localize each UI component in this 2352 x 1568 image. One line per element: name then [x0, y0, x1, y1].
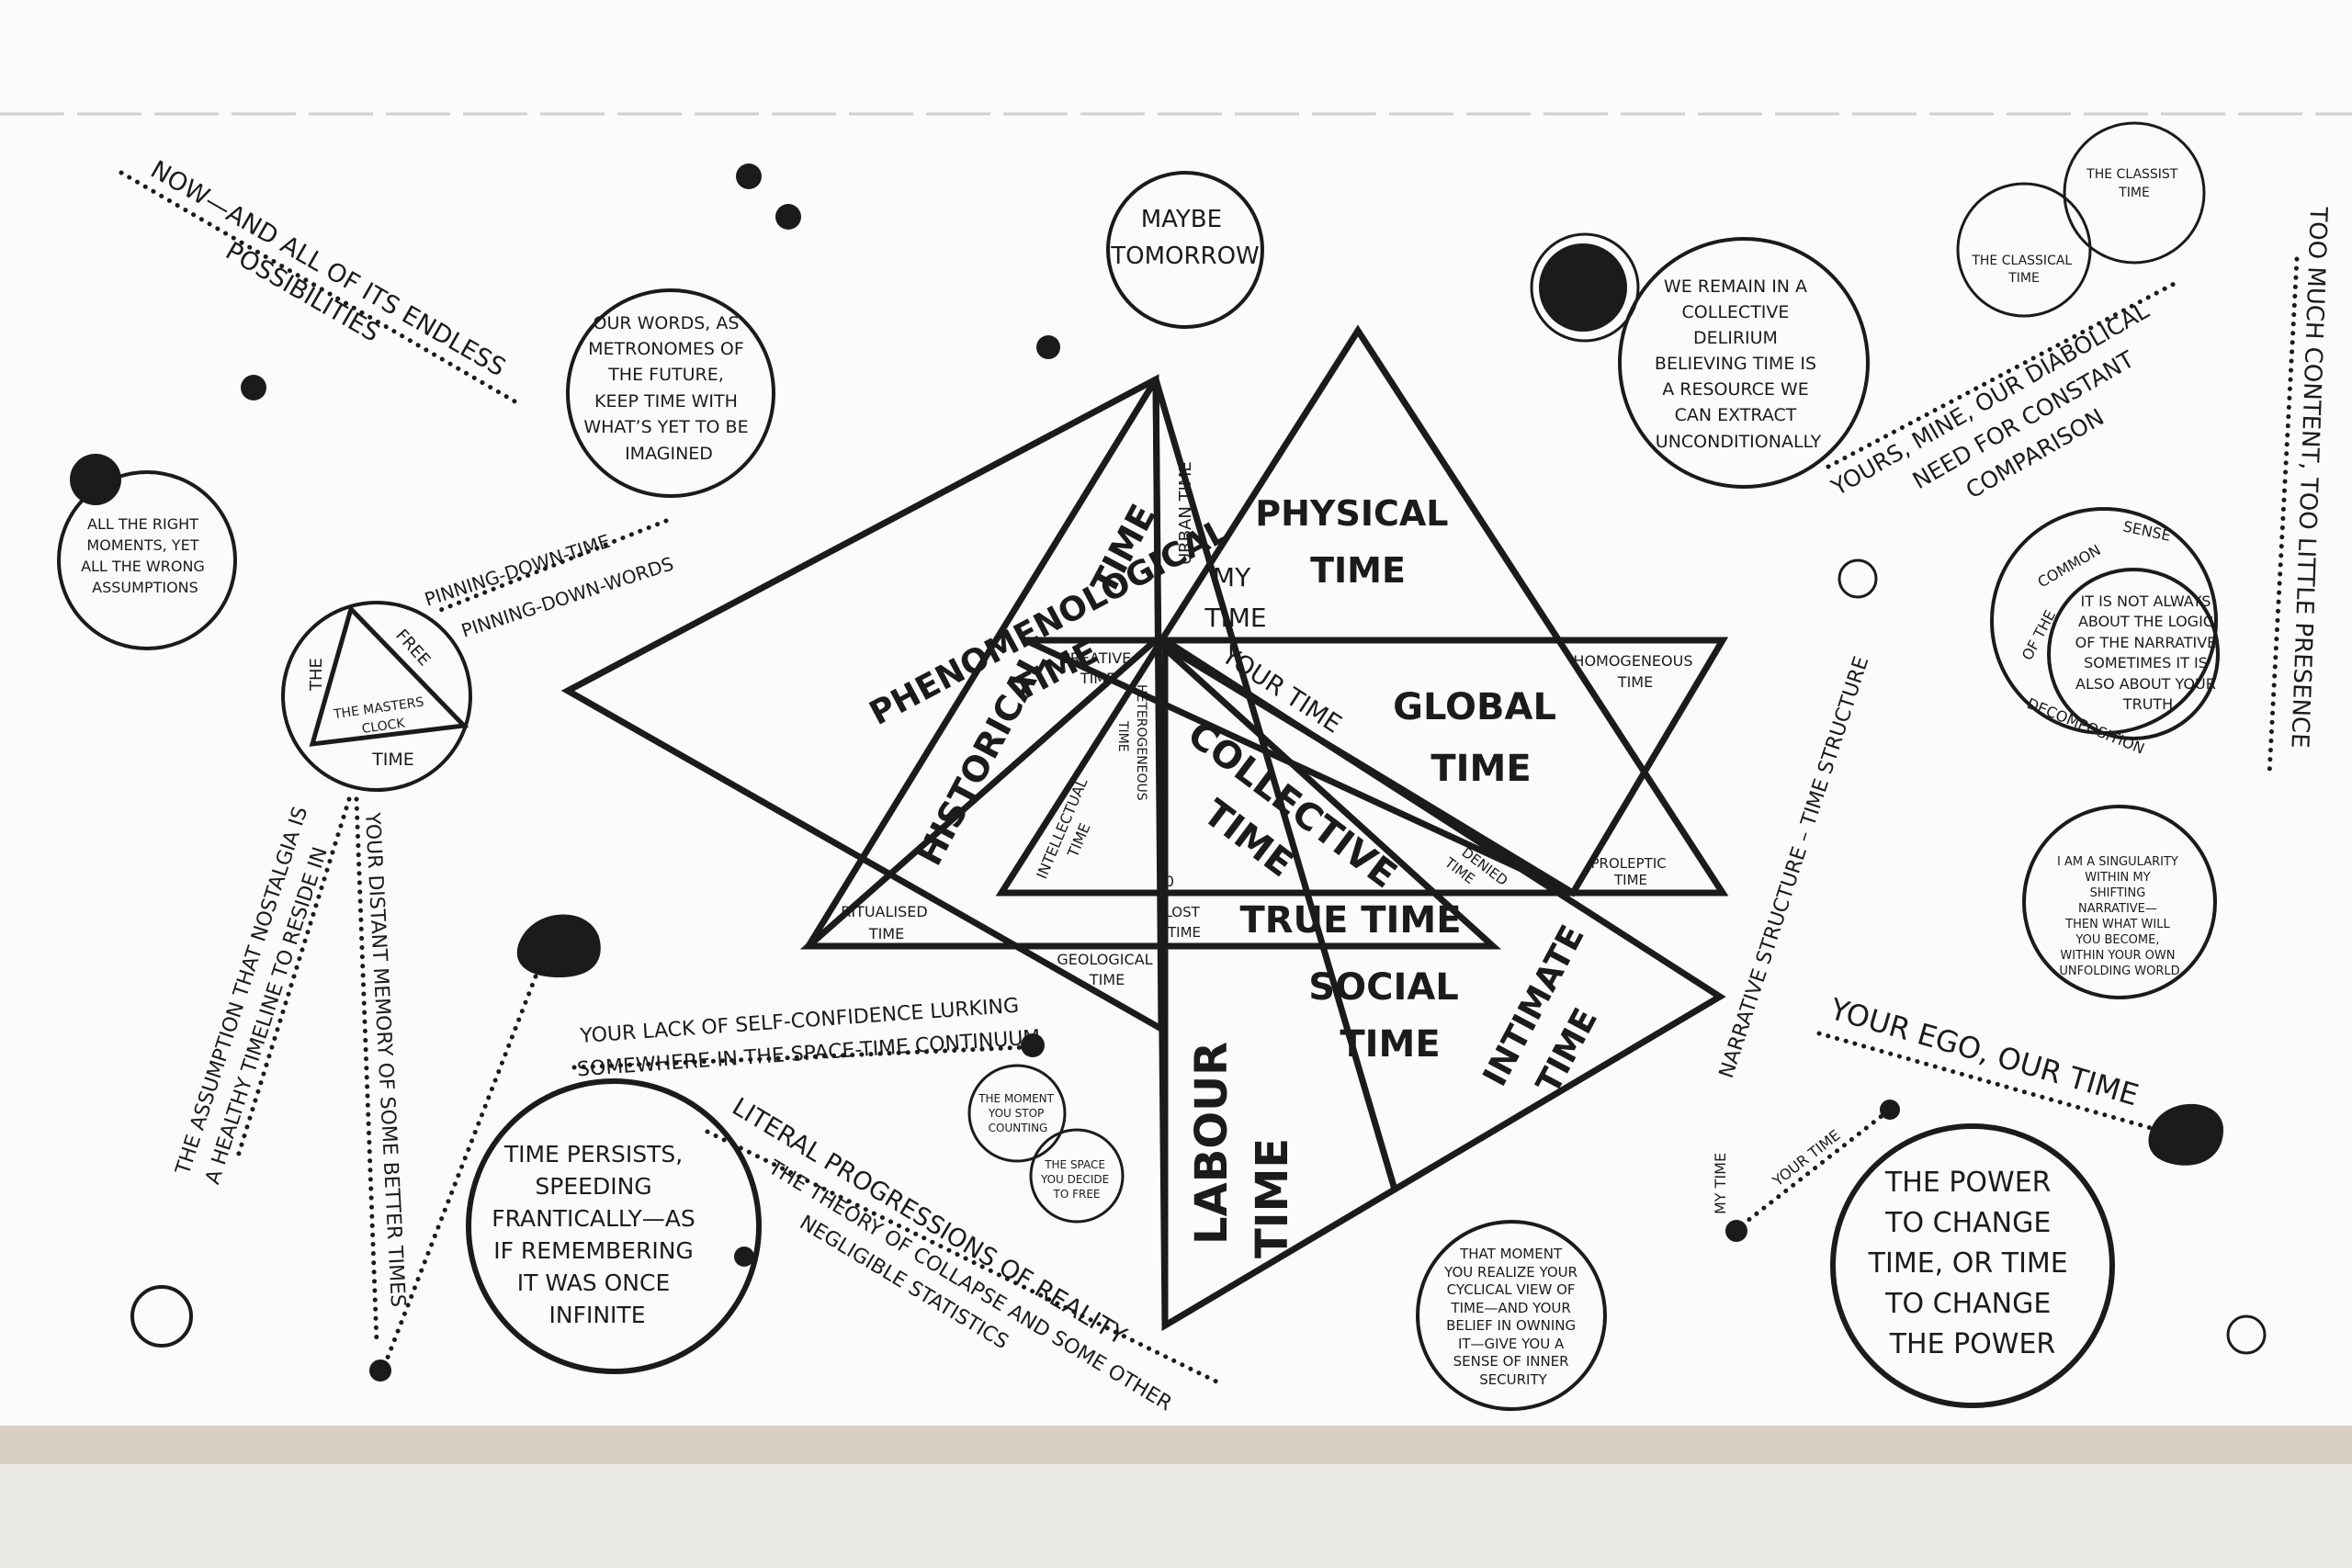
- dot-distant-memory-end: [369, 1359, 391, 1382]
- dotted-self-confidence: [571, 1044, 1029, 1070]
- physical-time-label: PHYSICAL TIME: [1255, 493, 1460, 591]
- small-empty-ring: [1838, 558, 1878, 599]
- delirium-small-ring: [1530, 232, 1640, 343]
- time-persists-circle: [466, 1078, 762, 1374]
- cyclical-circle: [1416, 1220, 1607, 1411]
- dot-my-time-end: [1725, 1220, 1747, 1242]
- labour-line: [1152, 378, 1398, 1190]
- labour-time-label: LABOUR TIME: [1186, 1026, 1298, 1258]
- blob-right: [2148, 1103, 2223, 1166]
- moment-stop-text: THE MOMENT YOU STOP COUNTING: [978, 1092, 1057, 1134]
- triangle-structure: [560, 324, 1729, 1332]
- dotted-nostalgia: [234, 796, 352, 1162]
- empty-ring-right: [2226, 1314, 2267, 1355]
- dotted-diabolical: [1826, 279, 2180, 469]
- dot-left: [241, 375, 266, 400]
- dot-top-1: [736, 164, 762, 189]
- dotted-distant-memory: [354, 796, 379, 1346]
- maybe-tomorrow-text: MAYBE TOMORROW: [1110, 206, 1260, 270]
- cyclical-text: THAT MOMENT YOU REALIZE YOUR CYCLICAL VI…: [1443, 1246, 1582, 1388]
- social-time-label: SOCIAL TIME: [1308, 966, 1471, 1066]
- logic-text: IT IS NOT ALWAYS ABOUT THE LOGIC OF THE …: [2075, 592, 2222, 713]
- delirium-dot: [1539, 243, 1627, 332]
- geological-time-label: GEOLOGICAL TIME: [1057, 951, 1157, 988]
- my-time-label: MY TIME: [1204, 562, 1266, 633]
- homogeneous-time-label: HOMOGENEOUS TIME: [1573, 652, 1697, 691]
- blob-left: [516, 914, 601, 978]
- maybe-tomorrow-circle: [1106, 171, 1264, 329]
- right-moments-dot: [70, 454, 121, 505]
- historical-line: [806, 378, 1159, 948]
- classist-text: THE CLASSIST TIME: [2086, 167, 2182, 200]
- heterogeneous-time-label: HETEROGENEOUS TIME: [1115, 684, 1148, 805]
- classical-circle: [1956, 182, 2092, 318]
- time-persists-dot: [734, 1247, 754, 1267]
- triangle-collective: [799, 636, 1502, 950]
- vertical-axis: [1152, 378, 1169, 1326]
- time-persists-text: TIME PERSISTS, SPEEDING FRANTICALLY—AS I…: [492, 1141, 702, 1328]
- classical-text: THE CLASSICAL TIME: [1971, 254, 2075, 286]
- moment-stop-circle: [967, 1064, 1067, 1163]
- urban-time-label: URBAN TIME: [1176, 461, 1195, 565]
- masters-clock-triangle: [309, 604, 469, 747]
- ritualised-time-label: RITUALISED TIME: [841, 903, 933, 942]
- dotted-literal: [705, 1129, 1223, 1386]
- delirium-text: WE REMAIN IN A COLLECTIVE DELIRIUM BELIE…: [1655, 276, 1822, 452]
- classist-circle: [2063, 121, 2206, 265]
- floor-baseboard: [0, 1426, 2352, 1464]
- dotted-now: [119, 170, 519, 405]
- masters-time-text: TIME: [371, 750, 414, 770]
- masters-clock-circle: [281, 601, 472, 792]
- our-words-text: OUR WORDS, AS METRONOMES OF THE FUTURE, …: [583, 313, 753, 464]
- true-time-label: TRUE TIME: [1239, 899, 1461, 942]
- creative-time-label: CREATIVE TIME: [1060, 649, 1136, 687]
- dot-top-2: [775, 204, 801, 230]
- singularity-circle: [2022, 805, 2217, 999]
- our-words-circle: [566, 288, 775, 498]
- global-time-label: GLOBAL TIME: [1393, 686, 1569, 790]
- power-circle: [1830, 1123, 2115, 1408]
- power-text: THE POWER TO CHANGE TIME, OR TIME TO CHA…: [1868, 1167, 2077, 1360]
- zero-label: 0: [1165, 873, 1174, 890]
- triangle-physical: [995, 324, 1729, 897]
- dotted-too-much: [2267, 256, 2300, 777]
- space-free-text: THE SPACE YOU DECIDE TO FREE: [1040, 1158, 1113, 1201]
- dot-self-confidence-end: [1021, 1033, 1045, 1057]
- dot-center-top: [1036, 335, 1060, 359]
- triangle-social: [1161, 634, 1726, 1332]
- empty-ring-left: [130, 1285, 193, 1348]
- space-free-circle: [1029, 1128, 1125, 1224]
- dotted-ego: [1816, 1031, 2166, 1134]
- masters-the-text: THE: [307, 658, 326, 692]
- proleptic-time-label: PROLEPTIC TIME: [1591, 855, 1671, 888]
- dot-your-time-end: [1880, 1100, 1900, 1120]
- delirium-circle: [1618, 237, 1870, 489]
- right-moments-text: ALL THE RIGHT MOMENTS, YET ALL THE WRONG…: [81, 515, 209, 596]
- logic-inner-circle: [2047, 568, 2220, 740]
- your-time-line: [1154, 637, 1575, 896]
- right-moments-circle: [57, 470, 237, 650]
- singularity-text: I AM A SINGULARITY WITHIN MY SHIFTING NA…: [2057, 855, 2182, 978]
- lost-time-label: LOST TIME: [1164, 904, 1204, 941]
- phrase-my-time: MY TIME: [1712, 1153, 1729, 1214]
- floor: [0, 1464, 2352, 1568]
